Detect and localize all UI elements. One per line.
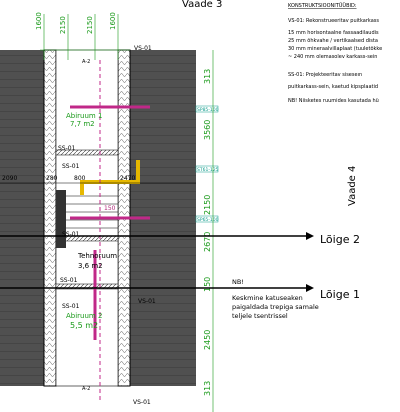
stair-stringer xyxy=(56,190,66,248)
dim-top-3: 1600 xyxy=(109,12,117,30)
cut-label-2: Lõige 2 xyxy=(320,233,360,246)
dim-top-0: 1600 xyxy=(35,12,43,30)
view-title: Vaade 3 xyxy=(182,0,222,10)
room1-area: 7,7 m2 xyxy=(70,120,95,128)
view-side-title: Vaade 4 xyxy=(347,166,358,206)
vent-tag-3: SP65-100 xyxy=(197,217,219,223)
legend-vs-title: VS-01: Rekonstrueeritav puitkarkass xyxy=(288,18,379,24)
room1-name: Abiruum 1 xyxy=(66,112,102,120)
dim-right-6: 313 xyxy=(203,381,212,396)
legend-ss-line-0: puitkarkass-sein, kaetud kipsplaatid xyxy=(288,84,378,90)
cut-label-1: Lõige 1 xyxy=(320,288,360,301)
dim-left-3: 2470 xyxy=(120,175,135,182)
roof-note-0: NB! xyxy=(232,278,244,286)
section-mark-2: VS-01 xyxy=(138,298,156,305)
room2-name: Tehnoruum xyxy=(77,252,117,260)
vent-tag-box-2 xyxy=(195,165,219,173)
legend-vs-line-1: 25 mm õhkvahe / vertikaalsed dista xyxy=(288,38,378,44)
dim-right-0: 313 xyxy=(203,69,212,84)
roof-note-2: paigaldada trepiga samale xyxy=(232,303,319,311)
room3-name: Abiruum 2 xyxy=(66,312,102,320)
dim-right-2: 2150 xyxy=(203,195,212,215)
partition-3 xyxy=(55,283,119,290)
dim-right-1: 3560 xyxy=(203,120,212,140)
section-mark-a2-bottom: A-2 xyxy=(82,386,90,392)
vent-tag-box-3 xyxy=(195,215,219,223)
ss-label-3: SS-01 xyxy=(62,231,80,238)
legend-ss-title: SS-01: Projekteeritav siseseın xyxy=(288,72,362,78)
room2-area: 3,6 m2 xyxy=(78,262,103,270)
dim-left-0: 2090 xyxy=(2,175,17,182)
ss-label-2: SS-01 xyxy=(62,163,80,170)
room3-area: 5,5 m2 xyxy=(70,321,98,330)
legend-note: NB! Niisketes ruumides kasutada hü xyxy=(288,98,379,104)
vent-tag-box-1 xyxy=(195,105,219,113)
section-mark-3: VS-01 xyxy=(133,399,151,406)
dim-lines-top xyxy=(40,14,130,60)
legend-heading: KONSTRUKTSIOONITÜÜBID: xyxy=(288,2,357,9)
stair-treads xyxy=(66,195,118,229)
dim-top-1: 2150 xyxy=(59,16,67,34)
dim-right-3: 2670 xyxy=(203,232,212,252)
roof-note-3: teljele tsentrissel xyxy=(232,312,288,320)
dim-right-5: 2450 xyxy=(203,330,212,350)
section-mark-1: VS-01 xyxy=(134,45,152,52)
section-mark-a2-top: A-2 xyxy=(82,59,90,65)
roof-note-1: Keskmine katuseaken xyxy=(232,294,303,302)
ss-label-5: SS-01 xyxy=(62,303,80,310)
dim-top-2: 2150 xyxy=(86,16,94,34)
vent-tag-2: ST61-125 xyxy=(197,167,219,173)
legend-vs-line-2: 30 mm mineraalvillaplaat (tuuletõkke xyxy=(288,46,382,52)
dim-left-2: 800 xyxy=(74,175,86,182)
cut-arrow-1 xyxy=(306,284,314,292)
vent-tag-1: SP85-100 xyxy=(197,107,219,113)
ss-label-1: SS-01 xyxy=(58,145,76,152)
dim-left-1: 280 xyxy=(46,175,58,182)
dim-right-4: 150 xyxy=(203,277,212,292)
legend-vs-line-0: 15 mm horisontaalne fassaadilaudis xyxy=(288,30,379,36)
vent-duct-yellow xyxy=(80,160,140,195)
dim-left-4: 150 xyxy=(104,205,116,212)
wall-left xyxy=(43,49,57,387)
partition-1 xyxy=(55,149,119,156)
ss-label-4: SS-01 xyxy=(60,277,78,284)
roof-left xyxy=(0,50,44,386)
cut-arrow-2 xyxy=(306,232,314,240)
legend-vs-line-3: ~ 240 mm olemasolev karkass-sein xyxy=(288,54,377,60)
